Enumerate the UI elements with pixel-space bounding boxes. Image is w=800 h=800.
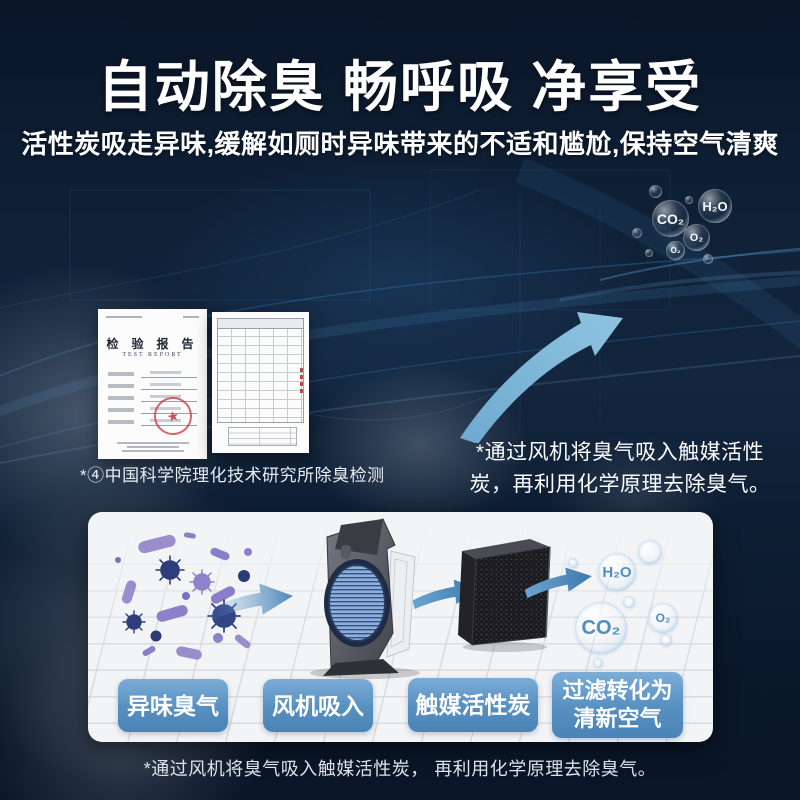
o2-bubble: O₂ bbox=[648, 603, 678, 633]
step-fan-intake: 风机吸入 bbox=[263, 679, 373, 732]
empty-bubble bbox=[623, 596, 635, 608]
report-footer-lines bbox=[98, 442, 207, 452]
empty-bubble bbox=[703, 254, 713, 264]
empty-bubble bbox=[649, 185, 662, 198]
side-note-line1: *通过风机将臭气吸入触媒活性 bbox=[475, 441, 765, 464]
fan-device-illustration bbox=[310, 518, 420, 679]
step-odor-gas: 异味臭气 bbox=[118, 679, 228, 732]
footer-note: *通过风机将臭气吸入触媒活性炭， 再利用化学原理去除臭气。 bbox=[143, 759, 657, 779]
page-title: 自动除臭 畅呼吸 净享受 bbox=[97, 56, 703, 118]
flow-arrow-icon bbox=[524, 567, 592, 599]
report-title: 检 验 报 告 bbox=[106, 337, 199, 351]
empty-bubble bbox=[632, 228, 642, 238]
step-catalyst-carbon: 触媒活性炭 bbox=[408, 678, 538, 732]
co2-bubble: CO₂ bbox=[652, 200, 689, 237]
empty-bubble bbox=[685, 196, 693, 204]
co2-label: CO₂ bbox=[581, 616, 621, 639]
h2o-label: H₂O bbox=[702, 198, 728, 214]
swoosh-arrow-icon bbox=[460, 312, 623, 443]
flow-arrow-icon bbox=[206, 583, 293, 622]
o2-small-bubble: O₂ bbox=[666, 241, 685, 260]
report-form-rows bbox=[108, 369, 197, 429]
h2o-bubble: H₂O bbox=[598, 553, 636, 591]
o2-label: O₂ bbox=[655, 611, 671, 625]
o2-label: O₂ bbox=[689, 231, 704, 244]
co2-label: CO₂ bbox=[656, 210, 685, 227]
test-report-document: 检 验 报 告 TEST REPORT ★ bbox=[98, 309, 207, 459]
activated-carbon-filter-illustration bbox=[458, 539, 551, 652]
page-subtitle: 活性炭吸走异味,缓解如厕时异味带来的不适和尴尬,保持空气清爽 bbox=[21, 129, 779, 159]
step-filtered-fresh-air: 过滤转化为 清新空气 bbox=[552, 672, 683, 738]
process-panel: H₂O O₂ CO₂ 异味臭气 风机吸入 触媒活性炭 过滤转化为 清新空气 bbox=[88, 512, 713, 742]
co2-bubble: CO₂ bbox=[575, 602, 627, 654]
side-note-line2: 炭，再利用化学原理去除臭气。 bbox=[469, 473, 771, 496]
report-subtitle: TEST REPORT bbox=[122, 352, 183, 358]
empty-bubble bbox=[593, 658, 603, 668]
empty-bubble bbox=[660, 634, 672, 646]
o2-bubble: O₂ bbox=[683, 224, 710, 251]
odor-germs-illustration bbox=[115, 532, 252, 660]
o2-small-label: O₂ bbox=[670, 246, 681, 255]
test-report-table-document bbox=[212, 312, 309, 453]
h2o-bubble: H₂O bbox=[698, 189, 732, 223]
report-header-lines bbox=[106, 316, 199, 318]
side-note: *通过风机将臭气吸入触媒活性 炭，再利用化学原理去除臭气。 bbox=[452, 437, 788, 501]
report-data-table bbox=[217, 318, 304, 423]
empty-bubble bbox=[638, 540, 662, 564]
report-summary-table bbox=[228, 427, 297, 446]
h2o-label: H₂O bbox=[602, 563, 632, 581]
certificate-caption: *④中国科学院理化技术研究所除臭检测 bbox=[80, 466, 385, 485]
empty-bubble bbox=[645, 249, 653, 257]
red-stamp-marks bbox=[300, 368, 303, 396]
empty-bubble bbox=[568, 558, 578, 568]
